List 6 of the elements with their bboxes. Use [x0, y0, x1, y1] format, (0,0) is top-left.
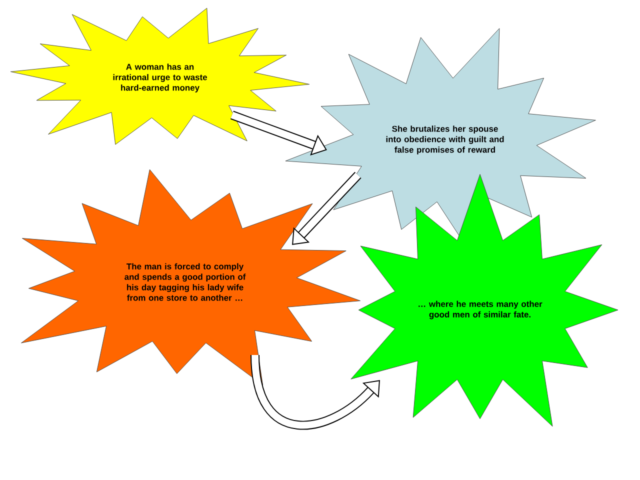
- starburst: The man is forced to comply and spends a good portion of his day tagging his lady wife from one store to another …: [20, 169, 361, 386]
- starburst: A woman has an irrational urge to waste hard-earned money: [10, 8, 310, 145]
- block-arrow: [250, 354, 380, 430]
- block-arrow: [292, 172, 362, 245]
- starburst: She brutalizes her spouse into obedience with guilt and false promises of reward: [285, 28, 596, 256]
- starburst: … where he meets many other good men of similar fate.: [350, 174, 618, 427]
